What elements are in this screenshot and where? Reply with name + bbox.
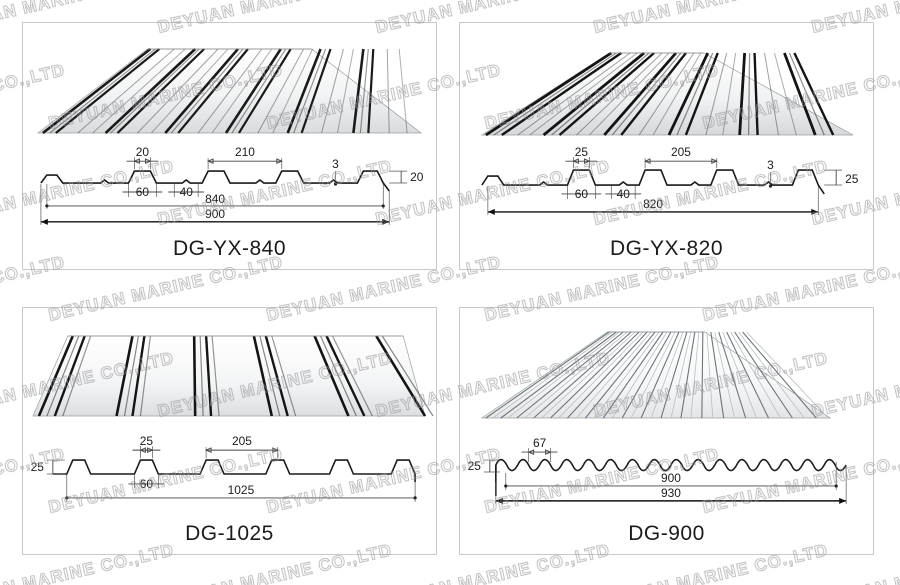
dim-valley-flat: 40 xyxy=(180,185,194,199)
dim-wave-pitch: 67 xyxy=(533,436,547,450)
dim-rib-base-width: 60 xyxy=(140,477,154,491)
dim-rib-top-width: 25 xyxy=(140,434,154,448)
dim-effective-width: 900 xyxy=(661,471,681,485)
panel-title-dg-900: DG-900 xyxy=(628,522,705,545)
panel-title-dg-yx-820: DG-YX-820 xyxy=(609,237,724,260)
iso-view-dg-yx-840 xyxy=(23,27,436,147)
dim-rib-pitch: 205 xyxy=(232,434,252,448)
panel-dg-yx-820: 25 205 60 40 xyxy=(459,22,874,270)
panel-title-dg-yx-840: DG-YX-840 xyxy=(172,237,287,260)
dim-effective-width: 1025 xyxy=(228,483,255,497)
panel-title-dg-1025: DG-1025 xyxy=(185,522,274,545)
dim-rib-top-width: 20 xyxy=(136,147,150,159)
dim-profile-height: 20 xyxy=(410,170,424,184)
dim-overall-width: 930 xyxy=(661,486,681,500)
dim-small-rib: 3 xyxy=(767,158,774,172)
dim-small-rib: 3 xyxy=(332,157,339,171)
iso-view-dg-1025 xyxy=(23,312,436,432)
profile-section-dg-1025: 25 25 205 xyxy=(23,432,436,518)
dim-rib-pitch: 210 xyxy=(235,147,255,159)
dim-effective-width: 840 xyxy=(205,192,225,206)
dim-profile-height: 25 xyxy=(845,172,859,186)
dim-rib-base-width: 60 xyxy=(136,185,150,199)
panel-dg-900: 67 25 900 xyxy=(459,307,874,555)
dim-effective-width: 820 xyxy=(643,197,663,211)
iso-view-dg-yx-820 xyxy=(460,27,873,147)
dim-overall-width: 900 xyxy=(205,207,225,221)
dim-profile-height: 25 xyxy=(468,459,482,473)
dim-rib-pitch: 205 xyxy=(671,147,691,159)
profile-section-dg-yx-820: 25 205 60 40 xyxy=(460,147,873,233)
panel-dg-1025: 25 25 205 xyxy=(22,307,437,555)
dim-rib-base-width: 60 xyxy=(575,187,589,201)
dim-rib-top-width: 25 xyxy=(575,147,589,159)
profile-section-dg-yx-840: 20 210 60 40 xyxy=(23,147,436,233)
dim-valley-flat: 40 xyxy=(617,187,631,201)
iso-view-dg-900 xyxy=(460,312,873,432)
profile-section-dg-900: 67 25 900 xyxy=(460,432,873,518)
dim-profile-height: 25 xyxy=(31,460,45,474)
panel-dg-yx-840: 20 210 60 40 xyxy=(22,22,437,270)
